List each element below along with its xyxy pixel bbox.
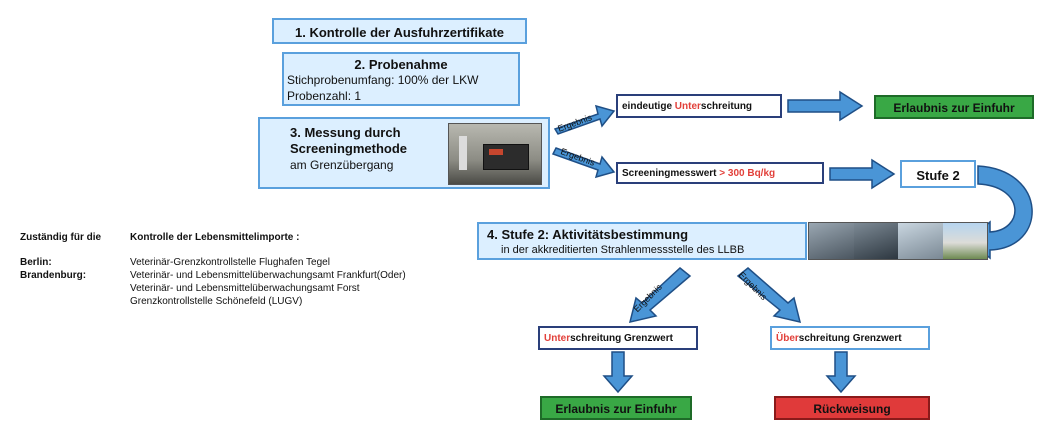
ergebnis-arrow-down [551, 147, 616, 179]
result-upper-box: eindeutige Unterschreitung [616, 94, 782, 118]
lab-photo-1 [809, 223, 854, 259]
result-upper-post: schreitung [700, 101, 753, 112]
responsible-header-b: Kontrolle der Lebensmittelimporte : [130, 232, 300, 243]
step4-title: 4. Stufe 2: Aktivitätsbestimmung [487, 227, 689, 242]
outcome-right-post: schreitung Grenzwert [798, 333, 902, 344]
lab-photo-3 [898, 223, 943, 259]
arrow-step4-right [736, 267, 802, 324]
erlaubnis-top-label: Erlaubnis zur Einfuhr [893, 101, 1015, 115]
step3-title-line1: 3. Messung durch [290, 125, 401, 140]
step1-label: 1. Kontrolle der Ausfuhrzertifikate [295, 25, 504, 40]
outcome-left-red: Unter [544, 333, 571, 344]
result-lower-box: Screeningmesswert > 300 Bq/kg [616, 162, 824, 184]
step2-line2: Probenzahl: 1 [287, 89, 362, 103]
responsible-header-a: Zuständig für die [20, 232, 102, 243]
step3-title-line2: Screeningmethode [290, 141, 408, 156]
result-upper-pre: eindeutige [622, 101, 675, 112]
erlaubnis-top-box: Erlaubnis zur Einfuhr [874, 95, 1034, 119]
outcome-right-text: Überschreitung Grenzwert [776, 333, 902, 344]
rueckweisung-box: Rückweisung [774, 396, 930, 420]
arrow-to-stufe2 [829, 158, 896, 190]
outcome-left-text: Unterschreitung Grenzwert [544, 333, 673, 344]
result-lower-red: > 300 Bq/kg [719, 168, 776, 179]
outcome-right-red: Über [776, 333, 799, 344]
arrow-to-erlaubnis-top [787, 90, 864, 122]
erlaubnis-bottom-box: Erlaubnis zur Einfuhr [540, 396, 692, 420]
step2-box: 2. Probenahme Stichprobenumfang: 100% de… [282, 52, 520, 106]
arrow-down-left [602, 351, 634, 394]
berlin-value: Veterinär-Grenzkontrollstelle Flughafen … [130, 257, 330, 268]
step4-box: 4. Stufe 2: Aktivitätsbestimmung in der … [477, 222, 807, 260]
outcome-left-post: schreitung Grenzwert [570, 333, 673, 344]
step3-box: 3. Messung durch Screeningmethode am Gre… [258, 117, 550, 189]
result-upper-red: Unter [674, 101, 701, 112]
result-lower-pre: Screeningmesswert [622, 168, 720, 179]
lab-photo-4 [942, 223, 987, 259]
arrow-step4-left [628, 267, 692, 324]
stufe2-label: Stufe 2 [916, 168, 960, 183]
lab-photos-strip [808, 222, 988, 260]
berlin-label: Berlin: [20, 257, 52, 268]
arrow-down-right [825, 351, 857, 394]
brandenburg-value-1: Veterinär- und Lebensmittelüberwachungsa… [130, 270, 406, 281]
result-upper-text: eindeutige Unterschreitung [622, 101, 752, 112]
brandenburg-label: Brandenburg: [20, 270, 87, 281]
outcome-right-box: Überschreitung Grenzwert [770, 326, 930, 350]
step4-subtitle: in der akkreditierten Strahlenmessstelle… [501, 244, 745, 256]
rueckweisung-label: Rückweisung [813, 402, 891, 416]
step1-box: 1. Kontrolle der Ausfuhrzertifikate [272, 18, 527, 44]
result-lower-text: Screeningmesswert > 300 Bq/kg [622, 168, 775, 179]
lab-photo-2 [853, 223, 898, 259]
step2-line1: Stichprobenumfang: 100% der LKW [287, 73, 479, 87]
screening-device-photo [448, 123, 542, 185]
stufe2-box: Stufe 2 [900, 160, 976, 188]
brandenburg-value-3: Grenzkontrollstelle Schönefeld (LUGV) [130, 296, 303, 307]
step3-subtitle: am Grenzübergang [290, 158, 394, 172]
brandenburg-value-2: Veterinär- und Lebensmittelüberwachungsa… [130, 283, 360, 294]
ergebnis-arrow-up [553, 104, 616, 135]
step2-title: 2. Probenahme [354, 57, 448, 72]
erlaubnis-bottom-label: Erlaubnis zur Einfuhr [555, 402, 677, 416]
outcome-left-box: Unterschreitung Grenzwert [538, 326, 698, 350]
